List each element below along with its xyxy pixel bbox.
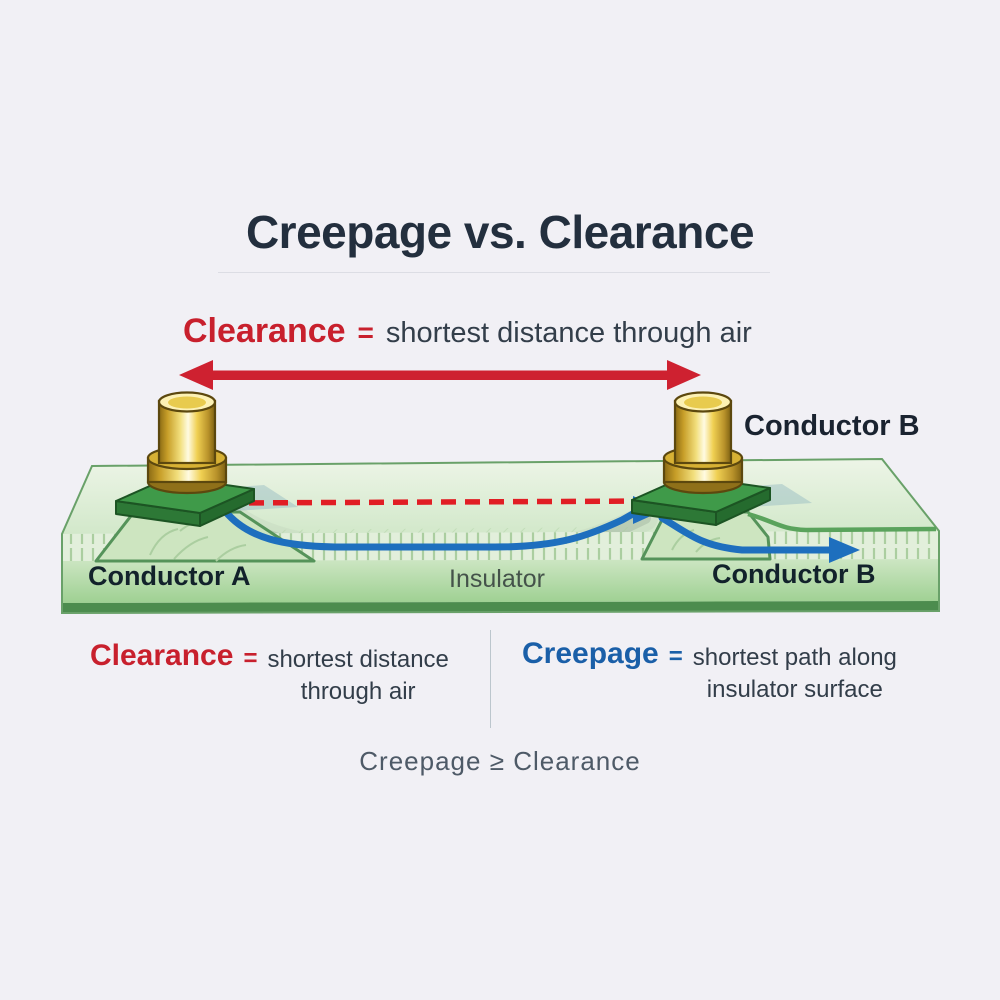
- creepage-definition: Creepage = shortest path along insulator…: [522, 639, 897, 707]
- conductor-pin-b: [662, 391, 744, 495]
- conductor-b-top-label: Conductor B: [744, 410, 920, 442]
- clearance-dashed-line-icon: [224, 498, 659, 506]
- clearance-banner-definition: shortest distance through air: [385, 317, 752, 349]
- clearance-definition-text: shortest distance through air: [267, 641, 448, 709]
- creepage-definition-text: shortest path along insulator surface: [693, 639, 897, 707]
- clearance-def-line1: shortest distance: [267, 646, 449, 673]
- page-title: Creepage vs. Clearance: [245, 206, 755, 258]
- creepage-equals: =: [668, 643, 683, 670]
- clearance-arrow-icon: [179, 360, 701, 390]
- clearance-banner: Clearance = shortest distance through ai…: [183, 312, 752, 351]
- clearance-term: Clearance: [90, 639, 234, 672]
- trace-from-pad-b: [747, 511, 937, 533]
- creepage-arrowhead-2: [829, 537, 860, 563]
- clearance-def-line2: through air: [300, 678, 416, 706]
- title-divider: [218, 272, 770, 273]
- mound-a: [94, 510, 316, 563]
- footer-formula: Creepage ≥ Clearance: [359, 746, 641, 776]
- clearance-definition: Clearance = shortest distance through ai…: [90, 641, 449, 709]
- creepage-segment-2: [658, 514, 836, 554]
- creepage-def-line1: shortest path along: [692, 644, 897, 671]
- conductor-pin-a: [146, 391, 228, 495]
- creepage-term: Creepage: [522, 637, 659, 670]
- clearance-banner-term: Clearance: [183, 312, 346, 350]
- conductor-b-bottom-label: Conductor B: [712, 559, 876, 589]
- conductor-a-label: Conductor A: [88, 561, 251, 591]
- clearance-banner-equals: =: [357, 317, 374, 348]
- board-front-face: [62, 559, 939, 603]
- definitions-divider: [490, 630, 491, 728]
- board-bottom-edge: [62, 601, 939, 613]
- creepage-def-line2: insulator surface: [706, 676, 883, 704]
- board-outline: [61, 457, 940, 615]
- clearance-equals: =: [243, 645, 258, 672]
- mound-a-texture: [149, 520, 247, 562]
- insulator-label: Insulator: [449, 565, 545, 593]
- creepage-segment-1: [221, 507, 642, 551]
